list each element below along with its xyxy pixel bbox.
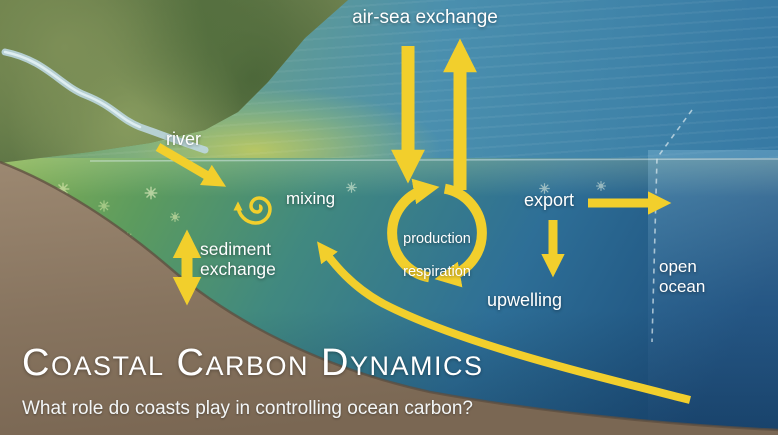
mixing-spiral-icon [233, 196, 272, 225]
export-label: export [524, 190, 575, 210]
page-title: Coastal Carbon Dynamics [22, 342, 484, 384]
respiration-label: respiration [403, 264, 471, 281]
page-subtitle: What role do coasts play in controlling … [22, 398, 473, 419]
production-respiration-label: production respiration [393, 214, 481, 281]
open-ocean-boundary-dashed-line [651, 109, 693, 343]
mixing-label: mixing [286, 189, 336, 208]
waterline [89, 158, 778, 162]
production-label: production [403, 230, 471, 247]
open-ocean-label: open ocean [659, 257, 706, 296]
air-sea-exchange-label: air-sea exchange [352, 7, 498, 28]
production-respiration-loop-icon [387, 178, 487, 288]
seafloor-slope [0, 160, 778, 435]
upwelling-label: upwelling [487, 290, 563, 310]
river-label: river [166, 129, 201, 149]
sediment-exchange-label: sediment exchange [200, 239, 276, 280]
river-input-arrow [155, 143, 227, 187]
upwelling-arrow [317, 241, 691, 404]
river-channel [1, 48, 209, 154]
flux-arrows [155, 38, 691, 404]
